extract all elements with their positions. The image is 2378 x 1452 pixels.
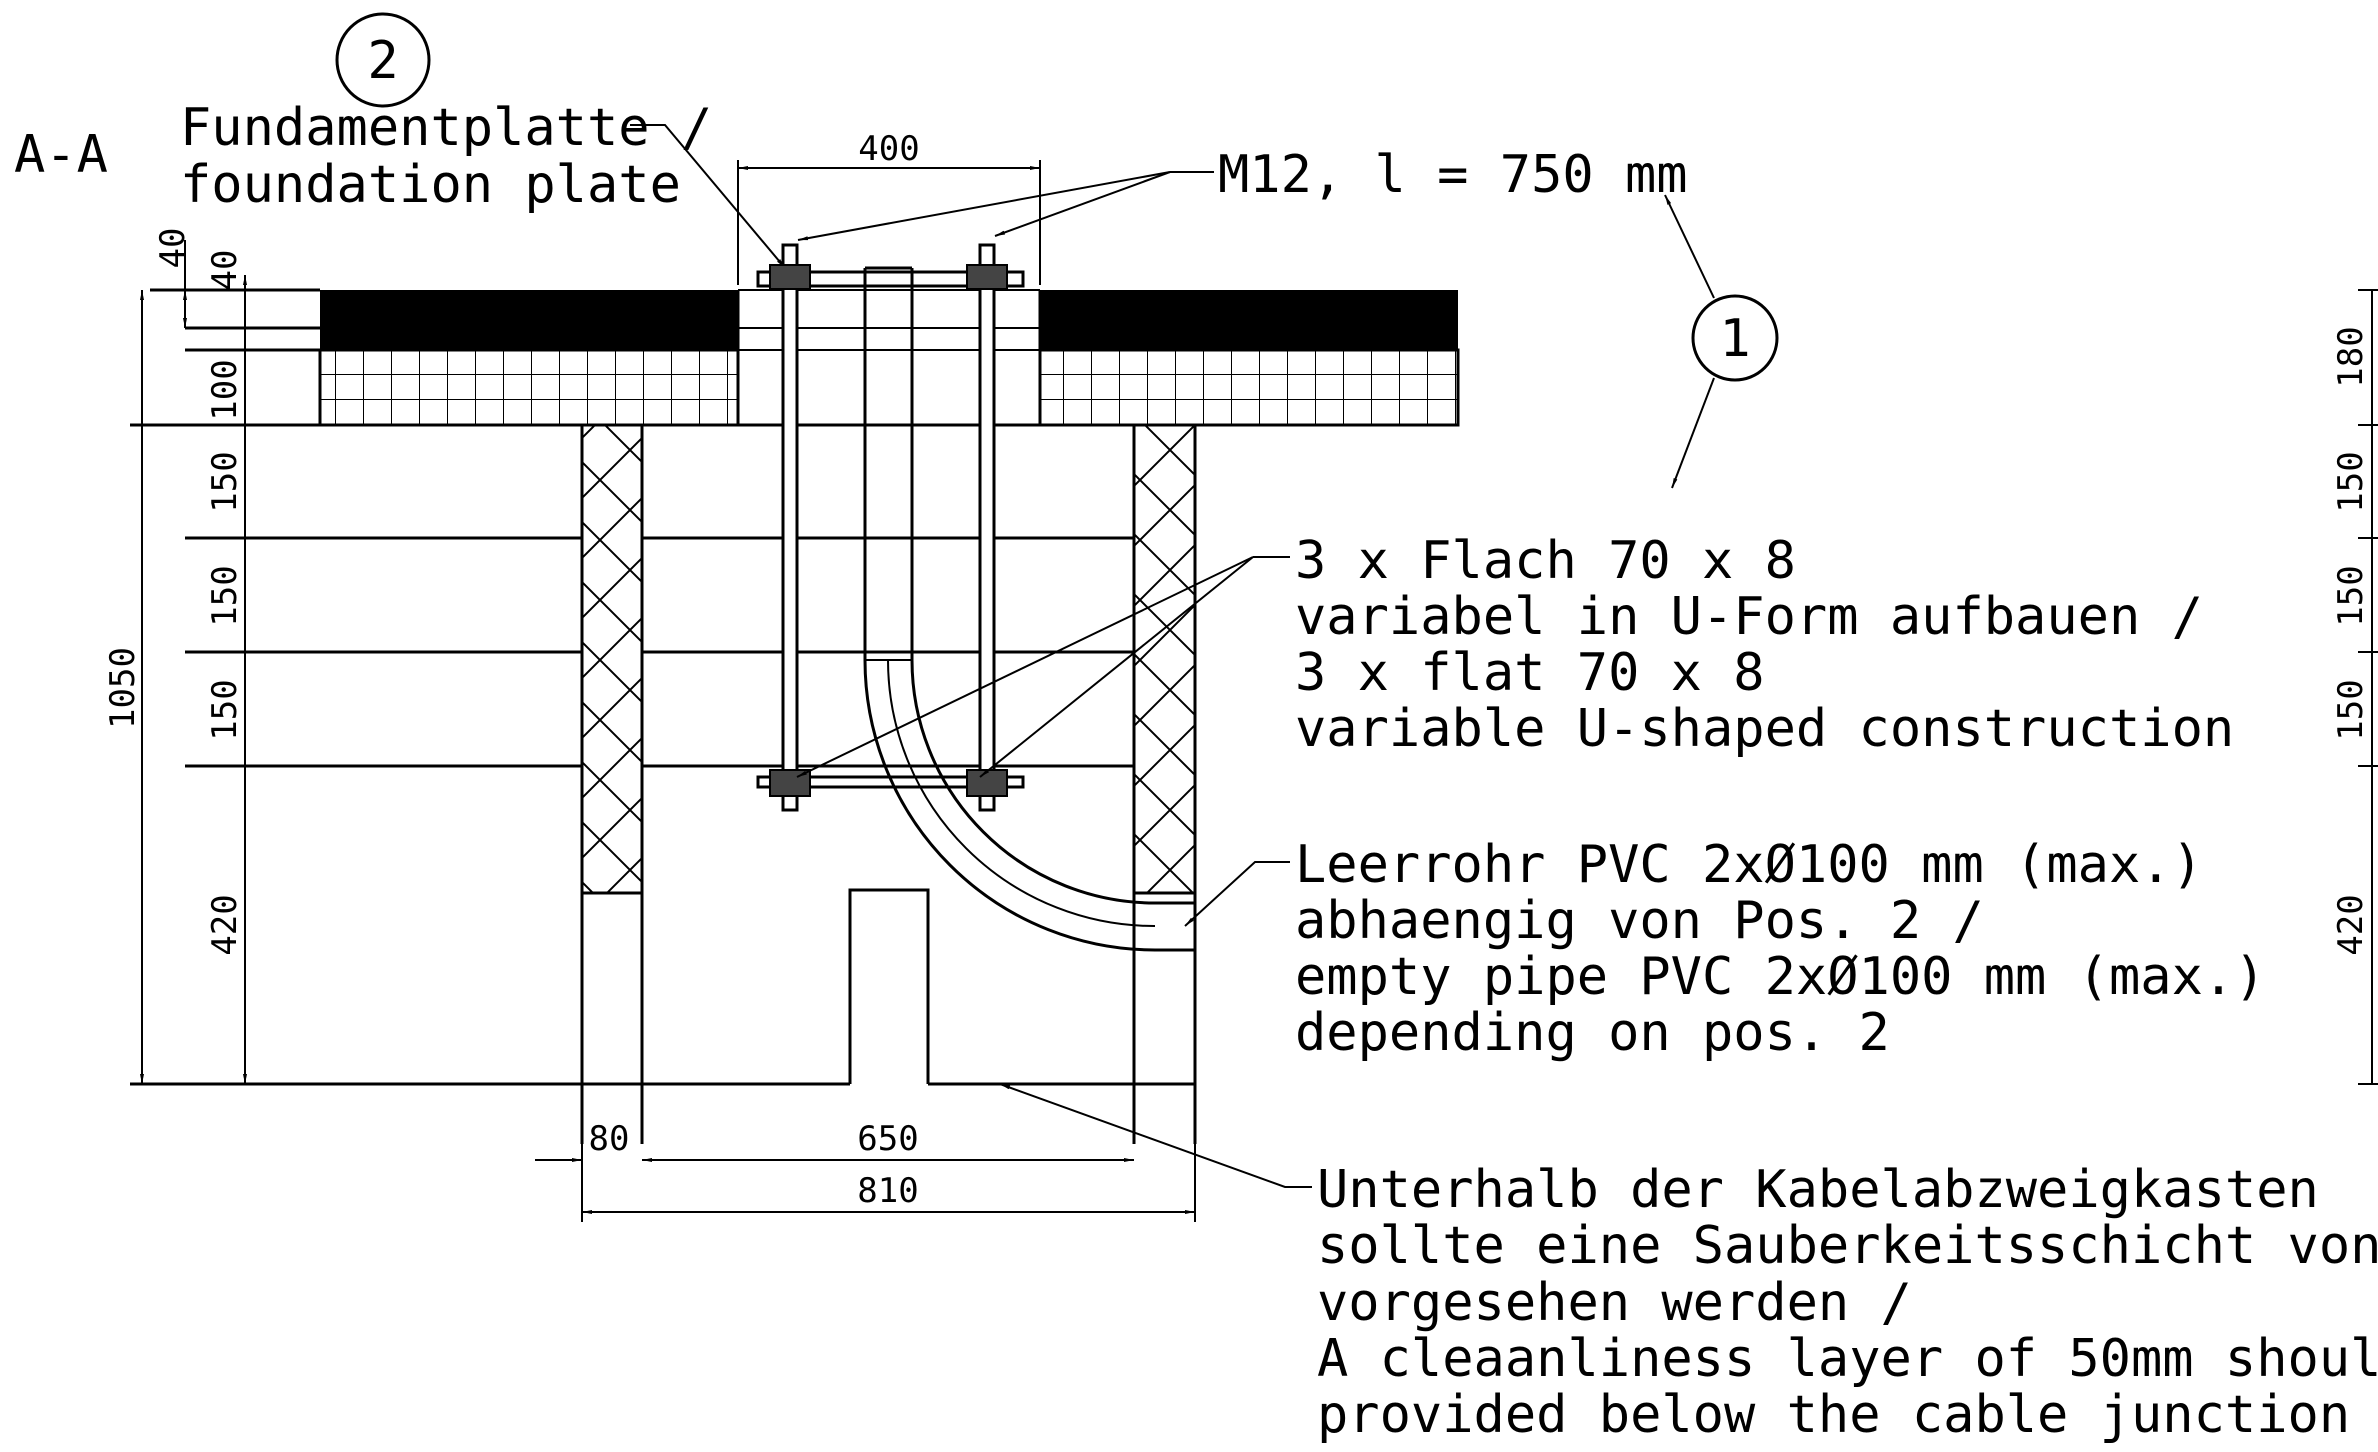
dim-right-180: 180 [2331,326,2371,387]
cleanliness-line-1: Unterhalb der Kabelabzweigkasten [1317,1160,2319,1220]
empty-pipe-line-3: empty pipe PVC 2xØ100 mm (max.) [1295,947,2266,1007]
flat-steel-label: 3 x Flach 70 x 8 variabel in U-Form aufb… [796,531,2234,778]
empty-pipe-line-2: abhaengig von Pos. 2 / [1295,891,1984,951]
dim-right-150-b: 150 [2331,565,2371,626]
flat-steel-line-2: variabel in U-Form aufbauen / [1295,587,2203,647]
dim-top-400-text: 400 [858,129,919,169]
balloon-2-number: 2 [367,31,398,91]
dim-right-chain: 180 150 150 150 420 [2331,289,2378,1085]
dim-right-150-a: 150 [2331,451,2371,512]
dim-left-150-a: 150 [205,451,245,512]
dim-left-40-a: 40 [153,228,193,269]
cleanliness-line-3: vorgesehen werden / [1317,1273,1912,1333]
flat-steel-line-4: variable U-shaped construction [1295,699,2234,759]
dim-left-150-c: 150 [205,679,245,740]
base-notch [848,888,930,1084]
cleanliness-line-5: provided below the cable junction box [1317,1385,2378,1445]
dim-left-100: 100 [205,359,245,420]
dim-bottom-810: 810 [857,1171,918,1211]
pvc-pipe [863,266,1195,952]
cleanliness-line-4: A cleaanliness layer of 50mm should be [1317,1329,2378,1389]
balloon-2: 2 [335,12,431,108]
empty-pipe-label: Leerrohr PVC 2xØ100 mm (max.) abhaengig … [1184,835,2266,1063]
foundation-plate-label: Fundamentplatte / foundation plate [180,98,786,269]
cleanliness-label: Unterhalb der Kabelabzweigkasten sollte … [999,1083,2378,1445]
balloon-1-number: 1 [1719,309,1750,369]
dim-left-40-b: 40 [205,250,245,291]
dim-top-400: 400 [737,129,1041,285]
foundation-plate-right [1038,290,1460,427]
anchor-label: M12, l = 750 mm [797,145,1688,241]
anchor-rods [756,243,1025,812]
empty-pipe-line-1: Leerrohr PVC 2xØ100 mm (max.) [1295,835,2203,895]
cleanliness-line-2: sollte eine Sauberkeitsschicht von 50 mm [1317,1216,2378,1276]
wall-left [580,423,644,1144]
wall-right [1132,423,1197,1144]
dim-left-1050: 1050 [103,647,143,729]
dim-bottom-80: 80 [589,1119,630,1159]
foundation-plate-line-2: foundation plate [180,155,681,215]
dim-left-150-b: 150 [205,565,245,626]
dim-right-420: 420 [2331,894,2371,955]
flat-steel-line-1: 3 x Flach 70 x 8 [1295,531,1796,591]
dim-right-150-c: 150 [2331,679,2371,740]
dim-bottom-650: 650 [857,1119,918,1159]
foundation-plate-line-1: Fundamentplatte / [180,98,712,158]
dim-left-chain: 1050 40 40 100 150 150 150 420 [103,228,247,1084]
dim-left-420: 420 [205,894,245,955]
flat-steel-line-3: 3 x flat 70 x 8 [1295,643,1765,703]
anchor-label-text: M12, l = 750 mm [1218,145,1688,205]
empty-pipe-line-4: depending on pos. 2 [1295,1003,1890,1063]
dim-bottom: 80 650 810 [535,1119,1196,1222]
balloon-1: 1 [1664,194,1779,489]
foundation-plate-left [318,290,740,427]
section-label: A-A [14,125,108,185]
